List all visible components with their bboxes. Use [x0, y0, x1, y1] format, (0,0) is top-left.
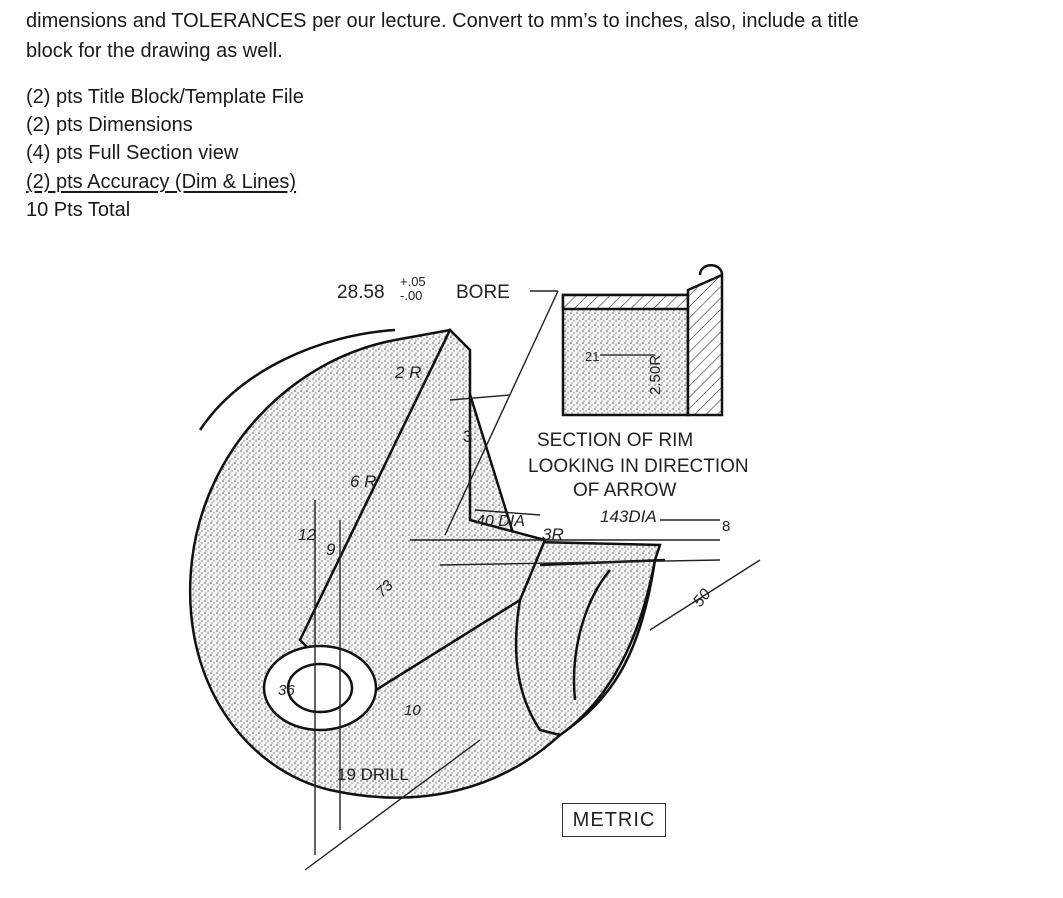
two-r-dim: 2 R [394, 363, 421, 382]
eight-dim: 8 [722, 518, 730, 535]
bore-tol-plus: +.05 [400, 274, 426, 289]
grading-total: 10 Pts Total [26, 199, 131, 221]
six-r-dim: 6 R [350, 472, 376, 491]
rim-section-detail [561, 264, 724, 417]
ten-dim: 10 [404, 702, 421, 719]
section-note-line-1: SECTION OF RIM [537, 430, 693, 451]
bore-value: 28.58 [337, 282, 385, 303]
forty-dia-dim: 40 DIA [476, 513, 525, 530]
section-note-line-2: LOOKING IN DIRECTION [528, 456, 749, 477]
dimension-lines [304, 290, 761, 871]
grading-item-dimensions: (2) pts Dimensions [26, 114, 193, 136]
section-note-line-3: OF ARROW [573, 480, 677, 501]
thirty-six-dim: 36 [278, 682, 295, 699]
drill-dim: 19 DRILL [337, 765, 409, 784]
fifty-dim: 50 [690, 586, 715, 611]
one43-dia-dim: 143DIA [600, 507, 657, 526]
twelve-dim: 12 [298, 527, 316, 544]
rim-width-dim: 21 [585, 349, 599, 364]
rim-fillet-dim: 2.50R [647, 355, 664, 395]
grading-item-accuracy: (2) pts Accuracy (Dim & Lines) [26, 171, 297, 193]
metric-label: METRIC [562, 803, 666, 837]
bore-label: BORE [456, 282, 510, 303]
hub [262, 327, 547, 732]
instructions-line-2: block for the drawing as well. [26, 40, 283, 62]
grading-item-section-view: (4) pts Full Section view [26, 142, 239, 164]
drawing-labels: 28.58 +.05 -.00 BORE SECTION OF RIM LOOK… [278, 274, 749, 784]
bore-tol-minus: -.00 [400, 288, 422, 303]
grading-item-title-block: (2) pts Title Block/Template File [26, 86, 304, 108]
instructions-line-1: dimensions and TOLERANCES per our lectur… [26, 10, 859, 32]
three-dim: 3 [463, 427, 472, 446]
three-r-dim: 3R [542, 525, 564, 544]
nine-dim: 9 [326, 540, 336, 559]
